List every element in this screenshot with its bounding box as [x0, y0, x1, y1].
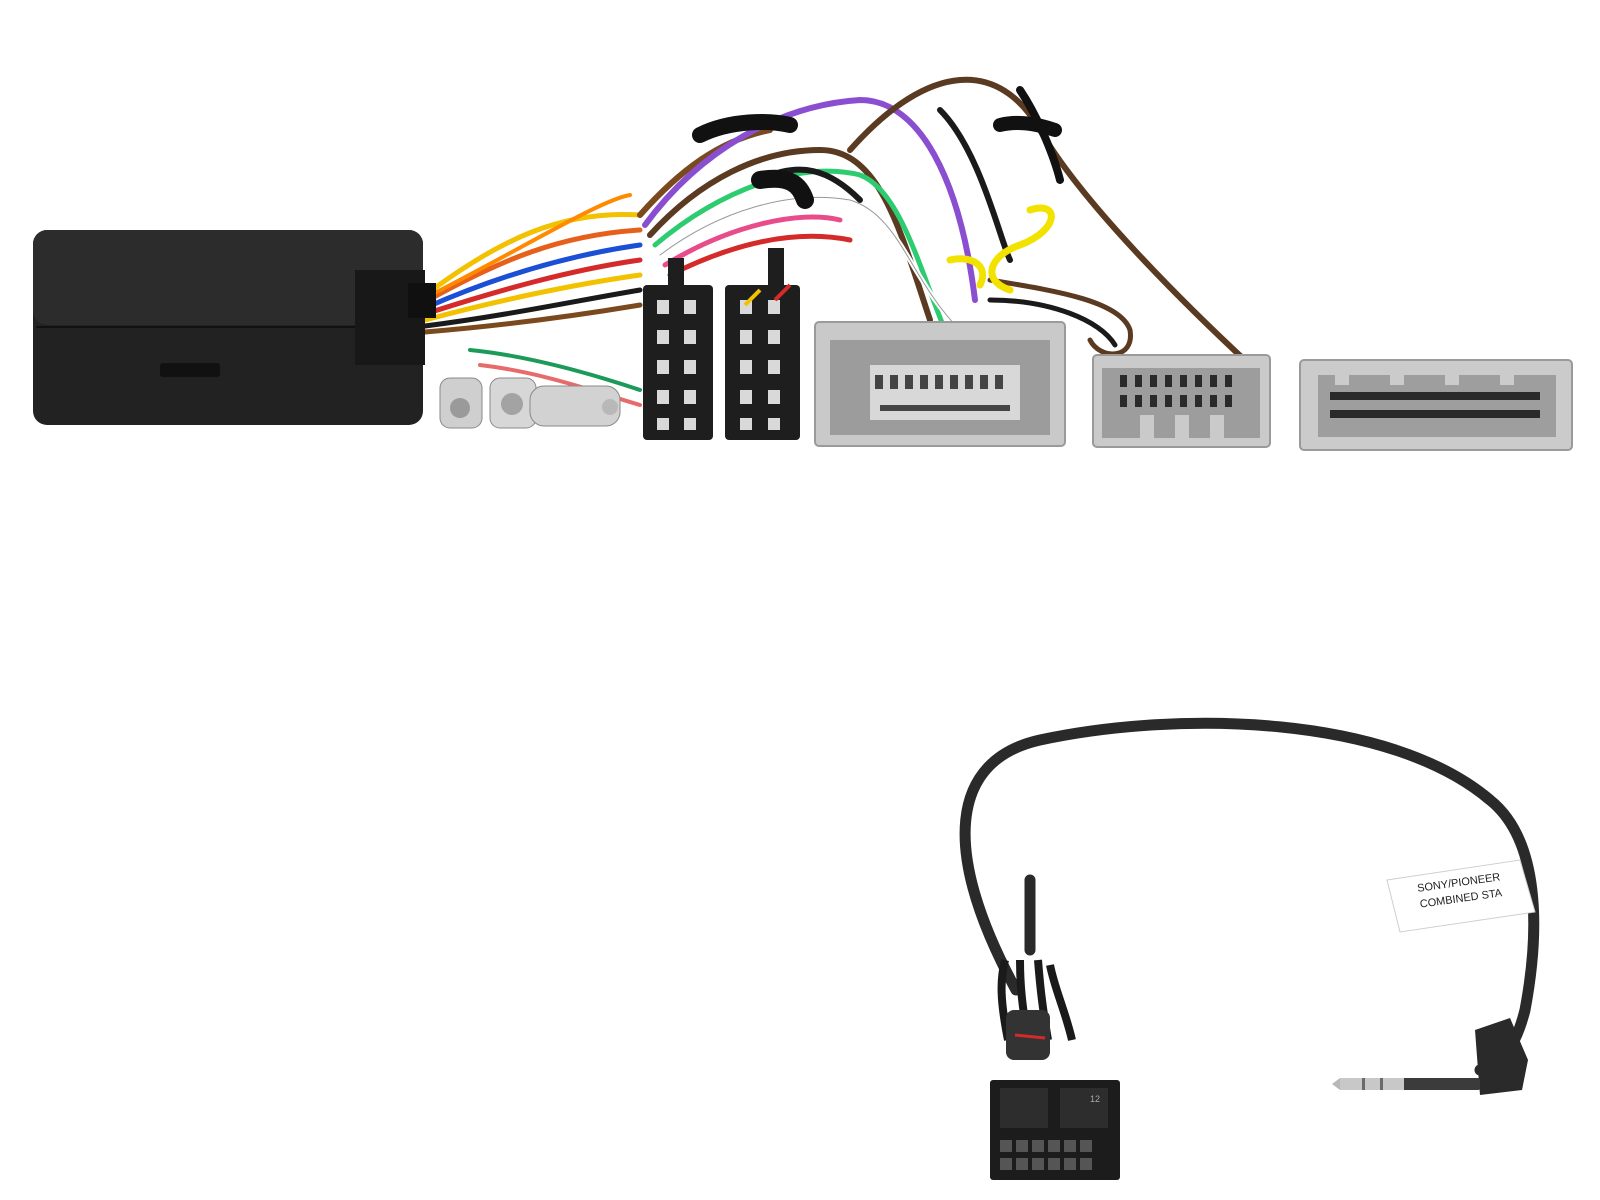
bullet-terminal-middle [489, 377, 537, 429]
cable-label: SONY/PIONEER COMBINED STA [1386, 859, 1536, 933]
bullet-terminal-left [439, 377, 483, 429]
vehicle-connector-icon [814, 321, 1573, 451]
iso-connector-speaker [725, 248, 800, 440]
vehicle-connector-wide [1299, 359, 1573, 451]
bullet-terminals [439, 377, 621, 429]
iso-connector-icon [643, 248, 800, 440]
bullet-terminal-right [529, 385, 621, 427]
iso-connector-power [643, 258, 713, 440]
wire-bundle [422, 76, 1253, 407]
interface-box-icon [33, 230, 436, 425]
molex-connector-icon: 12 [990, 959, 1120, 1180]
vehicle-connector-medium [1092, 354, 1271, 448]
jack-plug-icon [1332, 1018, 1528, 1095]
patch-lead [959, 717, 1540, 1076]
molex-pin-label: 12 [1090, 1094, 1100, 1104]
vehicle-connector-large [814, 321, 1066, 447]
